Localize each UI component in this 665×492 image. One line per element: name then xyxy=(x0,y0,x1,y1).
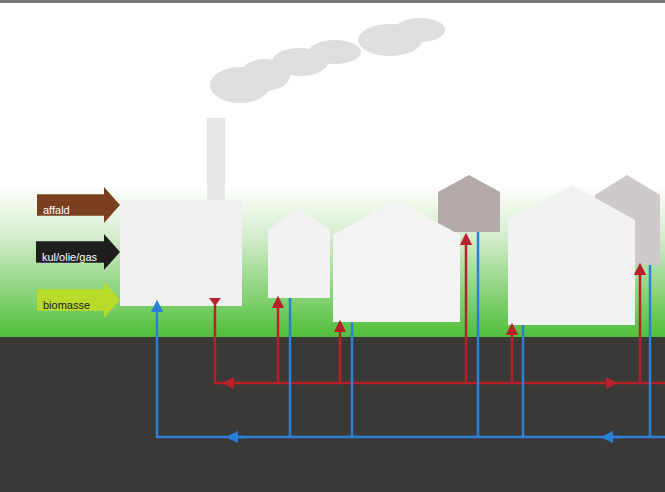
house xyxy=(508,185,635,325)
smoke-clouds xyxy=(210,18,445,103)
house xyxy=(268,208,330,298)
house xyxy=(438,175,500,232)
return-pipes xyxy=(157,232,665,437)
chimney xyxy=(207,118,225,202)
top-border xyxy=(0,0,665,3)
fuel-arrow: biomasse xyxy=(37,282,120,318)
grass-band xyxy=(0,185,665,337)
supply-pipes xyxy=(215,239,665,383)
pipe-outlet xyxy=(209,298,221,306)
fuel-label: kul/olie/gas xyxy=(42,252,97,263)
house xyxy=(333,200,460,322)
fuel-arrow: kul/olie/gas xyxy=(36,234,120,270)
fuel-label: biomasse xyxy=(43,300,90,311)
fuel-arrow: affald xyxy=(37,187,120,223)
power-plant xyxy=(120,200,242,306)
fuel-label: affald xyxy=(43,205,70,216)
underground xyxy=(0,337,665,492)
